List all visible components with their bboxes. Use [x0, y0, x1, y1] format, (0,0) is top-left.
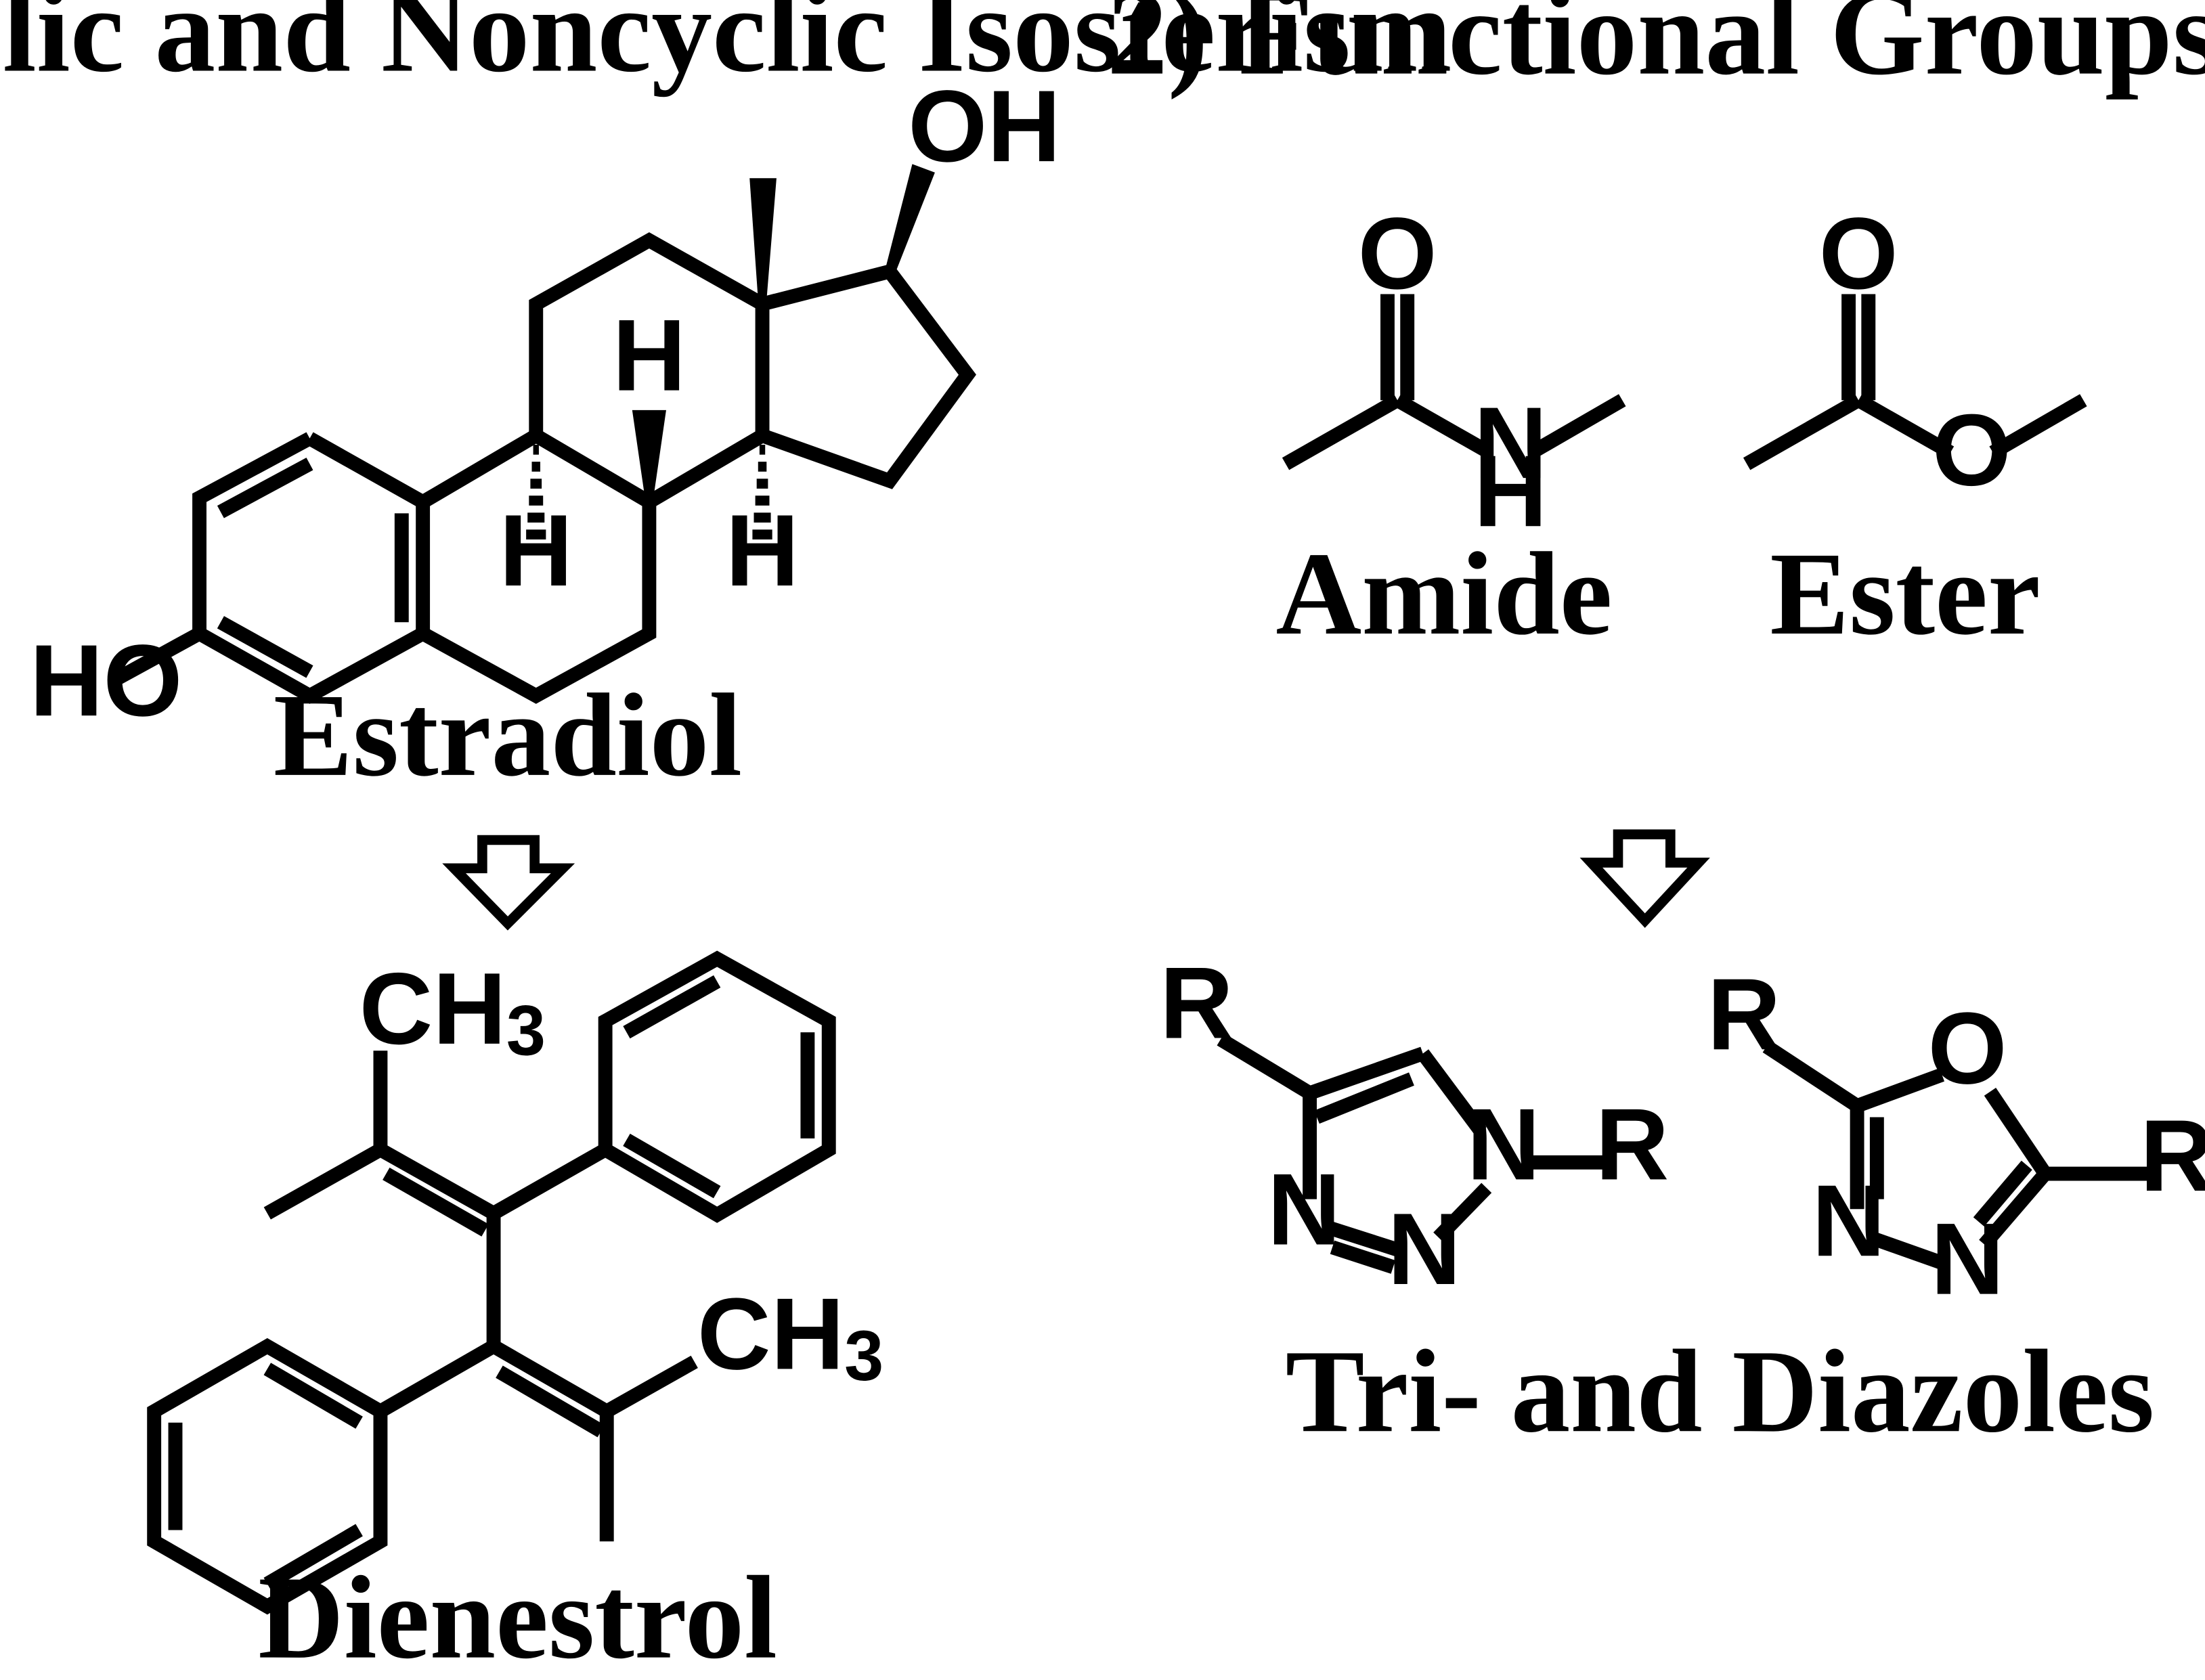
estradiol-ho-label: HO — [30, 623, 183, 737]
amide-h-label: H — [1474, 434, 1548, 548]
oxadiazole-r-top-label: R — [1707, 957, 1781, 1071]
right-down-arrow — [1579, 829, 1710, 928]
estradiol-h-c14-label: H — [726, 493, 800, 607]
ester-structure: O O — [1743, 196, 2087, 507]
estradiol-h-c8-label: H — [613, 299, 686, 412]
dienestrol-structure: CH3 CH3 — [147, 950, 883, 1615]
triazole-n1-label: N — [1466, 1087, 1540, 1201]
triazole-structure: R N R N N — [1160, 946, 1669, 1306]
left-section-title: 1) Cyclic and Noncyclic Isosterism — [0, 0, 1452, 97]
oxadiazole-n-bottom-label: N — [1931, 1202, 2005, 1316]
oxadiazole-n-left-label: N — [1812, 1164, 1885, 1277]
estradiol-structure: OH HO H H H — [30, 69, 1061, 737]
amide-n-label: N — [1474, 386, 1548, 500]
triazole-r-n1-label: R — [1596, 1087, 1669, 1201]
triazole-n3-label: N — [1387, 1192, 1461, 1306]
azoles-label: Tri- and Diazoles — [1286, 1325, 2155, 1457]
amide-o-label: O — [1358, 196, 1437, 310]
triazole-r-top-label: R — [1160, 946, 1234, 1059]
oxadiazole-structure: R O R N N — [1707, 957, 2205, 1315]
estradiol-oh-label: OH — [908, 69, 1061, 183]
oxadiazole-r-right-label: R — [2140, 1099, 2205, 1212]
estradiol-label: Estradiol — [274, 669, 742, 801]
ester-o-bridge-label: O — [1932, 393, 2011, 507]
amide-label: Amide — [1275, 528, 1612, 659]
dienestrol-ch3-top-label: CH3 — [359, 952, 546, 1071]
estradiol-h-c9-label: H — [499, 493, 573, 607]
triazole-n2-label: N — [1267, 1153, 1341, 1266]
oxadiazole-o-label: O — [1928, 991, 2007, 1105]
amide-structure: O N H — [1282, 196, 1626, 548]
right-section-title: 2) Functional Groups — [1107, 0, 2205, 100]
dienestrol-label: Dienestrol — [258, 1552, 777, 1680]
left-down-arrow — [442, 835, 575, 931]
dienestrol-ch3-right-label: CH3 — [697, 1277, 883, 1396]
ester-label: Ester — [1770, 528, 2040, 659]
ester-o-top-label: O — [1819, 196, 1898, 310]
